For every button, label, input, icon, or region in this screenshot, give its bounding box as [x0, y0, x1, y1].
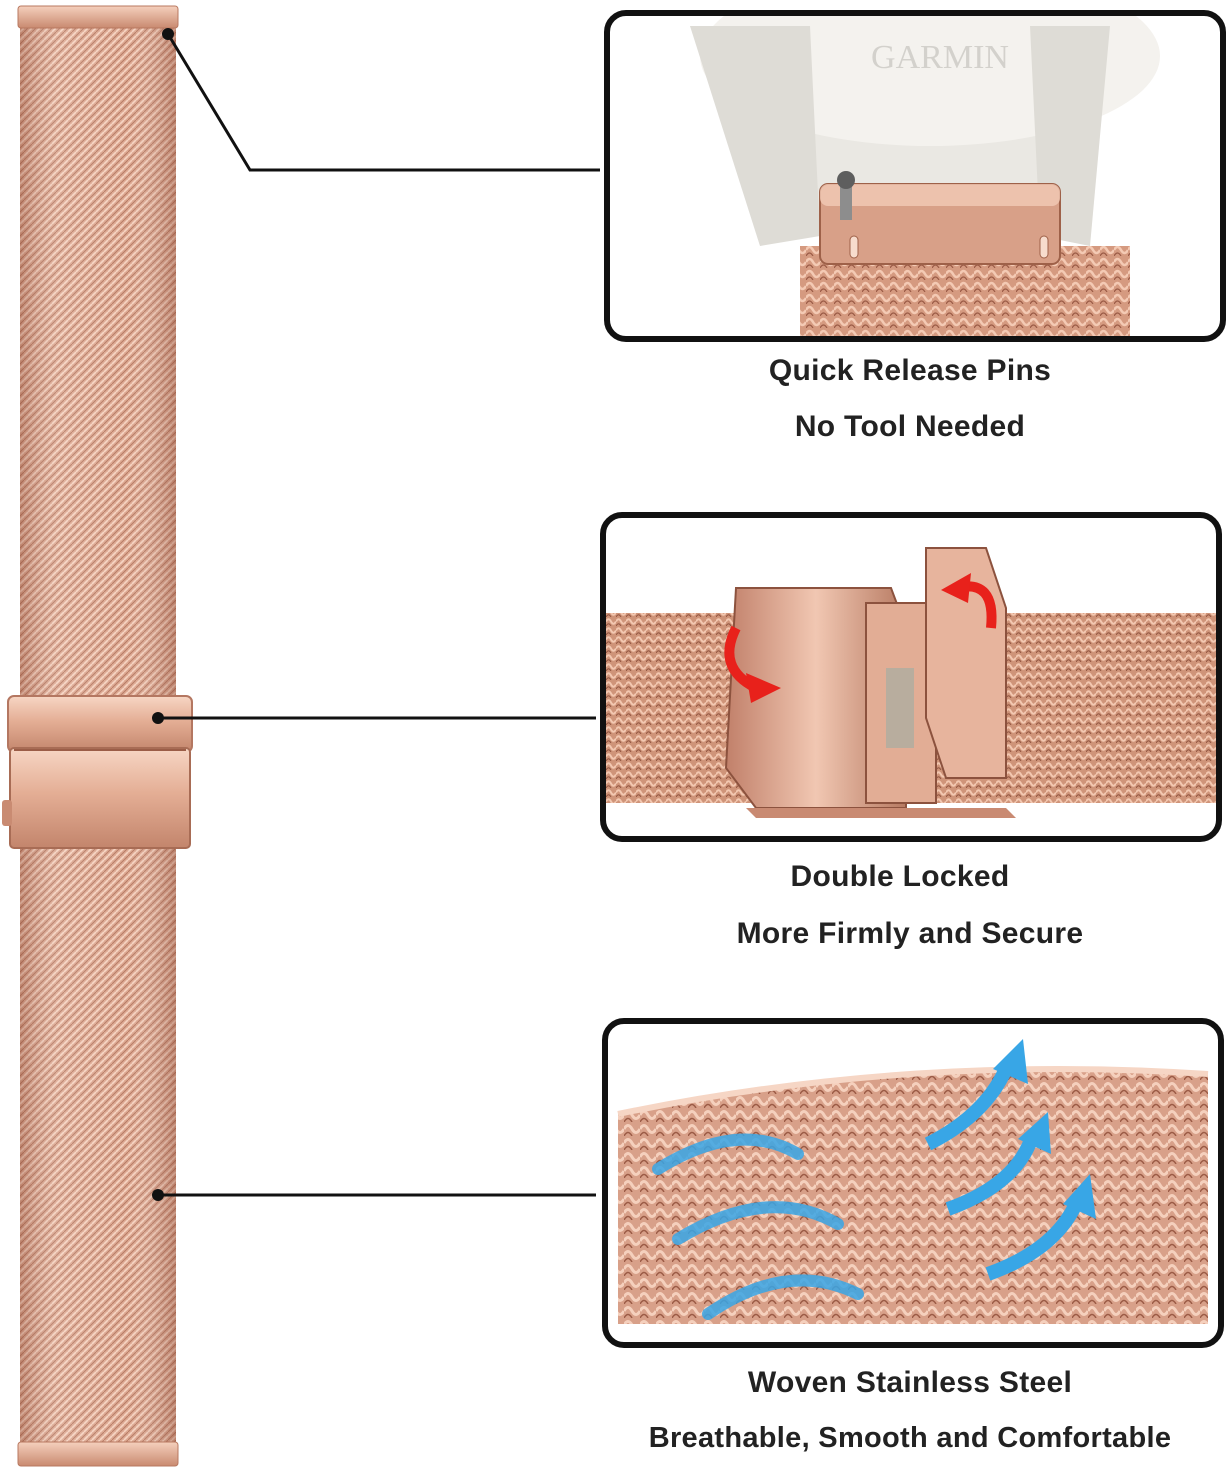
- double-lock-caption-title: Double Locked: [790, 860, 1010, 893]
- woven-mesh-caption-subtitle: Breathable, Smooth and Comfortable: [648, 1422, 1172, 1454]
- callout-line-clasp: [152, 712, 596, 724]
- quick-release-caption-subtitle: No Tool Needed: [794, 410, 1026, 443]
- double-lock-clasp-image: [606, 547, 1216, 818]
- airflow-arrow-icon: [924, 1039, 1096, 1281]
- strap-clasp: [2, 695, 193, 849]
- woven-mesh-airflow-image: [617, 1039, 1209, 1324]
- airflow-wave-icon: [652, 1133, 864, 1320]
- strap-bottom-end-bar: [17, 1441, 179, 1467]
- quick-release-panel: GARMIN: [604, 10, 1226, 342]
- watch-case-quick-release-image: GARMIN: [690, 16, 1160, 336]
- woven-mesh-caption-title: Woven Stainless Steel: [747, 1366, 1073, 1399]
- double-lock-panel: [600, 512, 1222, 842]
- red-arrow-left-icon: [724, 625, 781, 703]
- mesh-strap: [2, 5, 193, 1467]
- red-arrow-right-icon: [941, 573, 997, 629]
- woven-mesh-panel: [602, 1018, 1224, 1348]
- quick-release-caption-title: Quick Release Pins: [768, 354, 1052, 387]
- pin-lever: [840, 184, 852, 220]
- garmin-watermark: GARMIN: [871, 39, 1009, 76]
- callout-line-mesh: [152, 1189, 596, 1201]
- callout-line-quick-release: [162, 28, 600, 172]
- strap-top-end-bar: [17, 5, 179, 29]
- double-lock-caption-subtitle: More Firmly and Secure: [736, 917, 1084, 950]
